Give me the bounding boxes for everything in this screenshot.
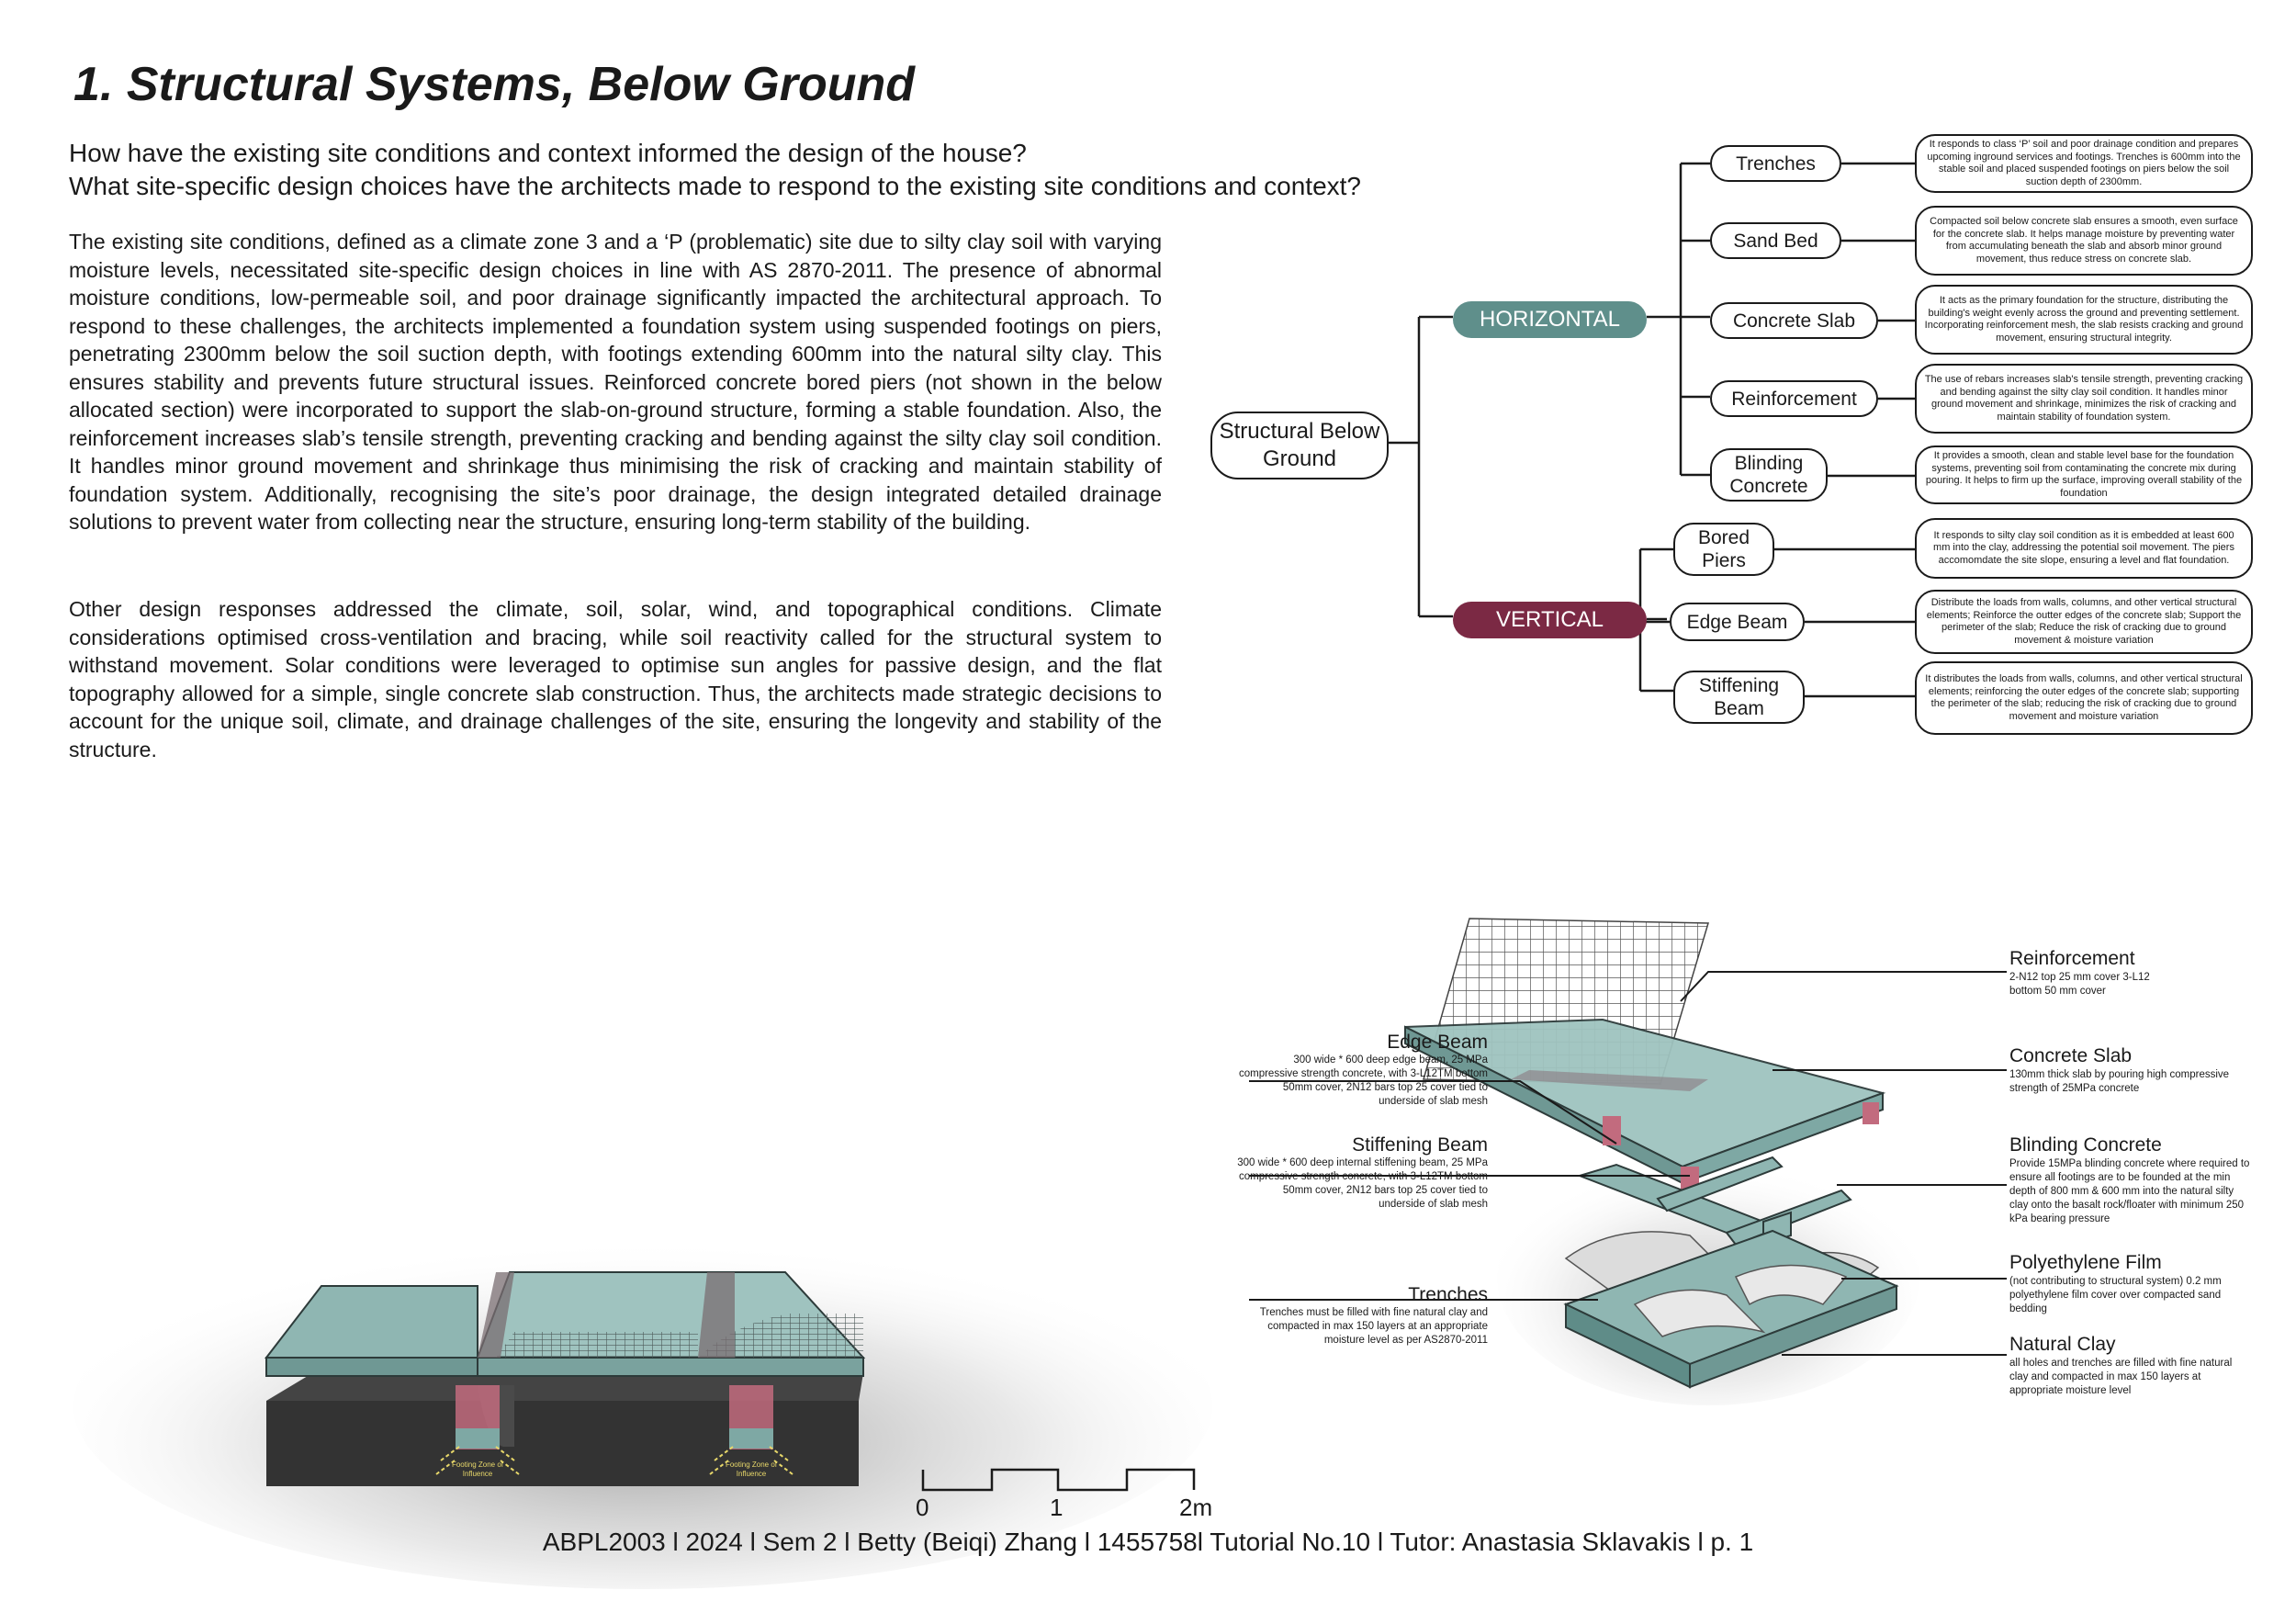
node-bored-piers: Bored Piers xyxy=(1673,523,1774,576)
page-footer: ABPL2003 l 2024 l Sem 2 l Betty (Beiqi) … xyxy=(542,1528,1754,1556)
node-concrete-slab: Concrete Slab xyxy=(1710,302,1878,339)
axo-label-natural-clay-note: all holes and trenches are filled with f… xyxy=(2009,1358,2233,1396)
axo-label-natural-clay-title: Natural Clay xyxy=(2009,1334,2116,1355)
footing-zone-label-2: Footing Zone of Influence xyxy=(725,1460,778,1478)
axo-label-concrete-slab-note: 130mm thick slab by pouring high compres… xyxy=(2009,1069,2230,1094)
axo-label-trenches-title: Trenches xyxy=(1408,1284,1488,1305)
scale-label-0: 0 xyxy=(916,1494,929,1521)
axo-label-edge-beam-note: 300 wide * 600 deep edge beam, 25 MPa co… xyxy=(1238,1054,1488,1107)
axo-label-reinforcement-title: Reinforcement xyxy=(2009,948,2135,969)
desc-sand-bed: Compacted soil below concrete slab ensur… xyxy=(1915,206,2253,276)
category-horizontal: HORIZONTAL xyxy=(1453,301,1647,338)
axo-label-trenches-note: Trenches must be filled with fine natura… xyxy=(1259,1307,1488,1346)
desc-bored-piers: It responds to silty clay soil condition… xyxy=(1915,518,2253,579)
node-stiffening-beam: Stiffening Beam xyxy=(1673,671,1805,724)
body-paragraph-2: Other design responses addressed the cli… xyxy=(69,597,1162,761)
node-blinding-concrete: Blinding Concrete xyxy=(1710,448,1828,502)
axo-label-stiffening-beam-note: 300 wide * 600 deep internal stiffening … xyxy=(1237,1157,1488,1210)
scale-bar xyxy=(921,1468,1196,1492)
desc-edge-beam: Distribute the loads from walls, columns… xyxy=(1915,590,2253,654)
desc-concrete-slab: It acts as the primary foundation for th… xyxy=(1915,285,2253,355)
desc-reinforcement: The use of rebars increases slab's tensi… xyxy=(1915,364,2253,434)
node-sand-bed: Sand Bed xyxy=(1710,222,1841,259)
desc-stiffening-beam: It distributes the loads from walls, col… xyxy=(1915,661,2253,735)
scale-label-1: 1 xyxy=(1050,1494,1064,1521)
mindmap-root: Structural Below Ground xyxy=(1210,412,1389,479)
axo-label-edge-beam-title: Edge Beam xyxy=(1387,1032,1488,1053)
axo-label-concrete-slab-title: Concrete Slab xyxy=(2009,1045,2133,1066)
node-reinforcement: Reinforcement xyxy=(1710,380,1878,417)
axonometric-drawing xyxy=(1249,918,2007,1405)
axo-label-blinding-concrete-note: Provide 15MPa blinding concrete where re… xyxy=(2009,1158,2250,1224)
page-title: 1. Structural Systems, Below Ground xyxy=(73,58,915,111)
axo-label-stiffening-beam-title: Stiffening Beam xyxy=(1352,1134,1488,1156)
axo-label-polyethylene-film-title: Polyethylene Film xyxy=(2009,1252,2162,1273)
node-trenches: Trenches xyxy=(1710,145,1841,182)
node-edge-beam: Edge Beam xyxy=(1670,603,1805,641)
axo-label-blinding-concrete-title: Blinding Concrete xyxy=(2009,1134,2162,1156)
scale-label-2m: 2m xyxy=(1179,1494,1213,1521)
desc-trenches: It responds to class ‘P’ soil and poor d… xyxy=(1915,134,2253,193)
axo-label-polyethylene-film-note: (not contributing to structural system) … xyxy=(2009,1276,2222,1314)
category-vertical: VERTICAL xyxy=(1453,602,1647,638)
question-2: What site-specific design choices have t… xyxy=(69,172,1361,200)
section-drawing xyxy=(73,1222,1212,1589)
axo-label-reinforcement-note: 2-N12 top 25 mm cover 3-L12 bottom 50 mm… xyxy=(2009,972,2150,997)
desc-blinding-concrete: It provides a smooth, clean and stable l… xyxy=(1915,445,2253,504)
footing-zone-label-1: Footing Zone of Influence xyxy=(451,1460,504,1478)
question-1: How have the existing site conditions an… xyxy=(69,139,1027,167)
body-paragraph-1: The existing site conditions, defined as… xyxy=(69,230,1162,534)
